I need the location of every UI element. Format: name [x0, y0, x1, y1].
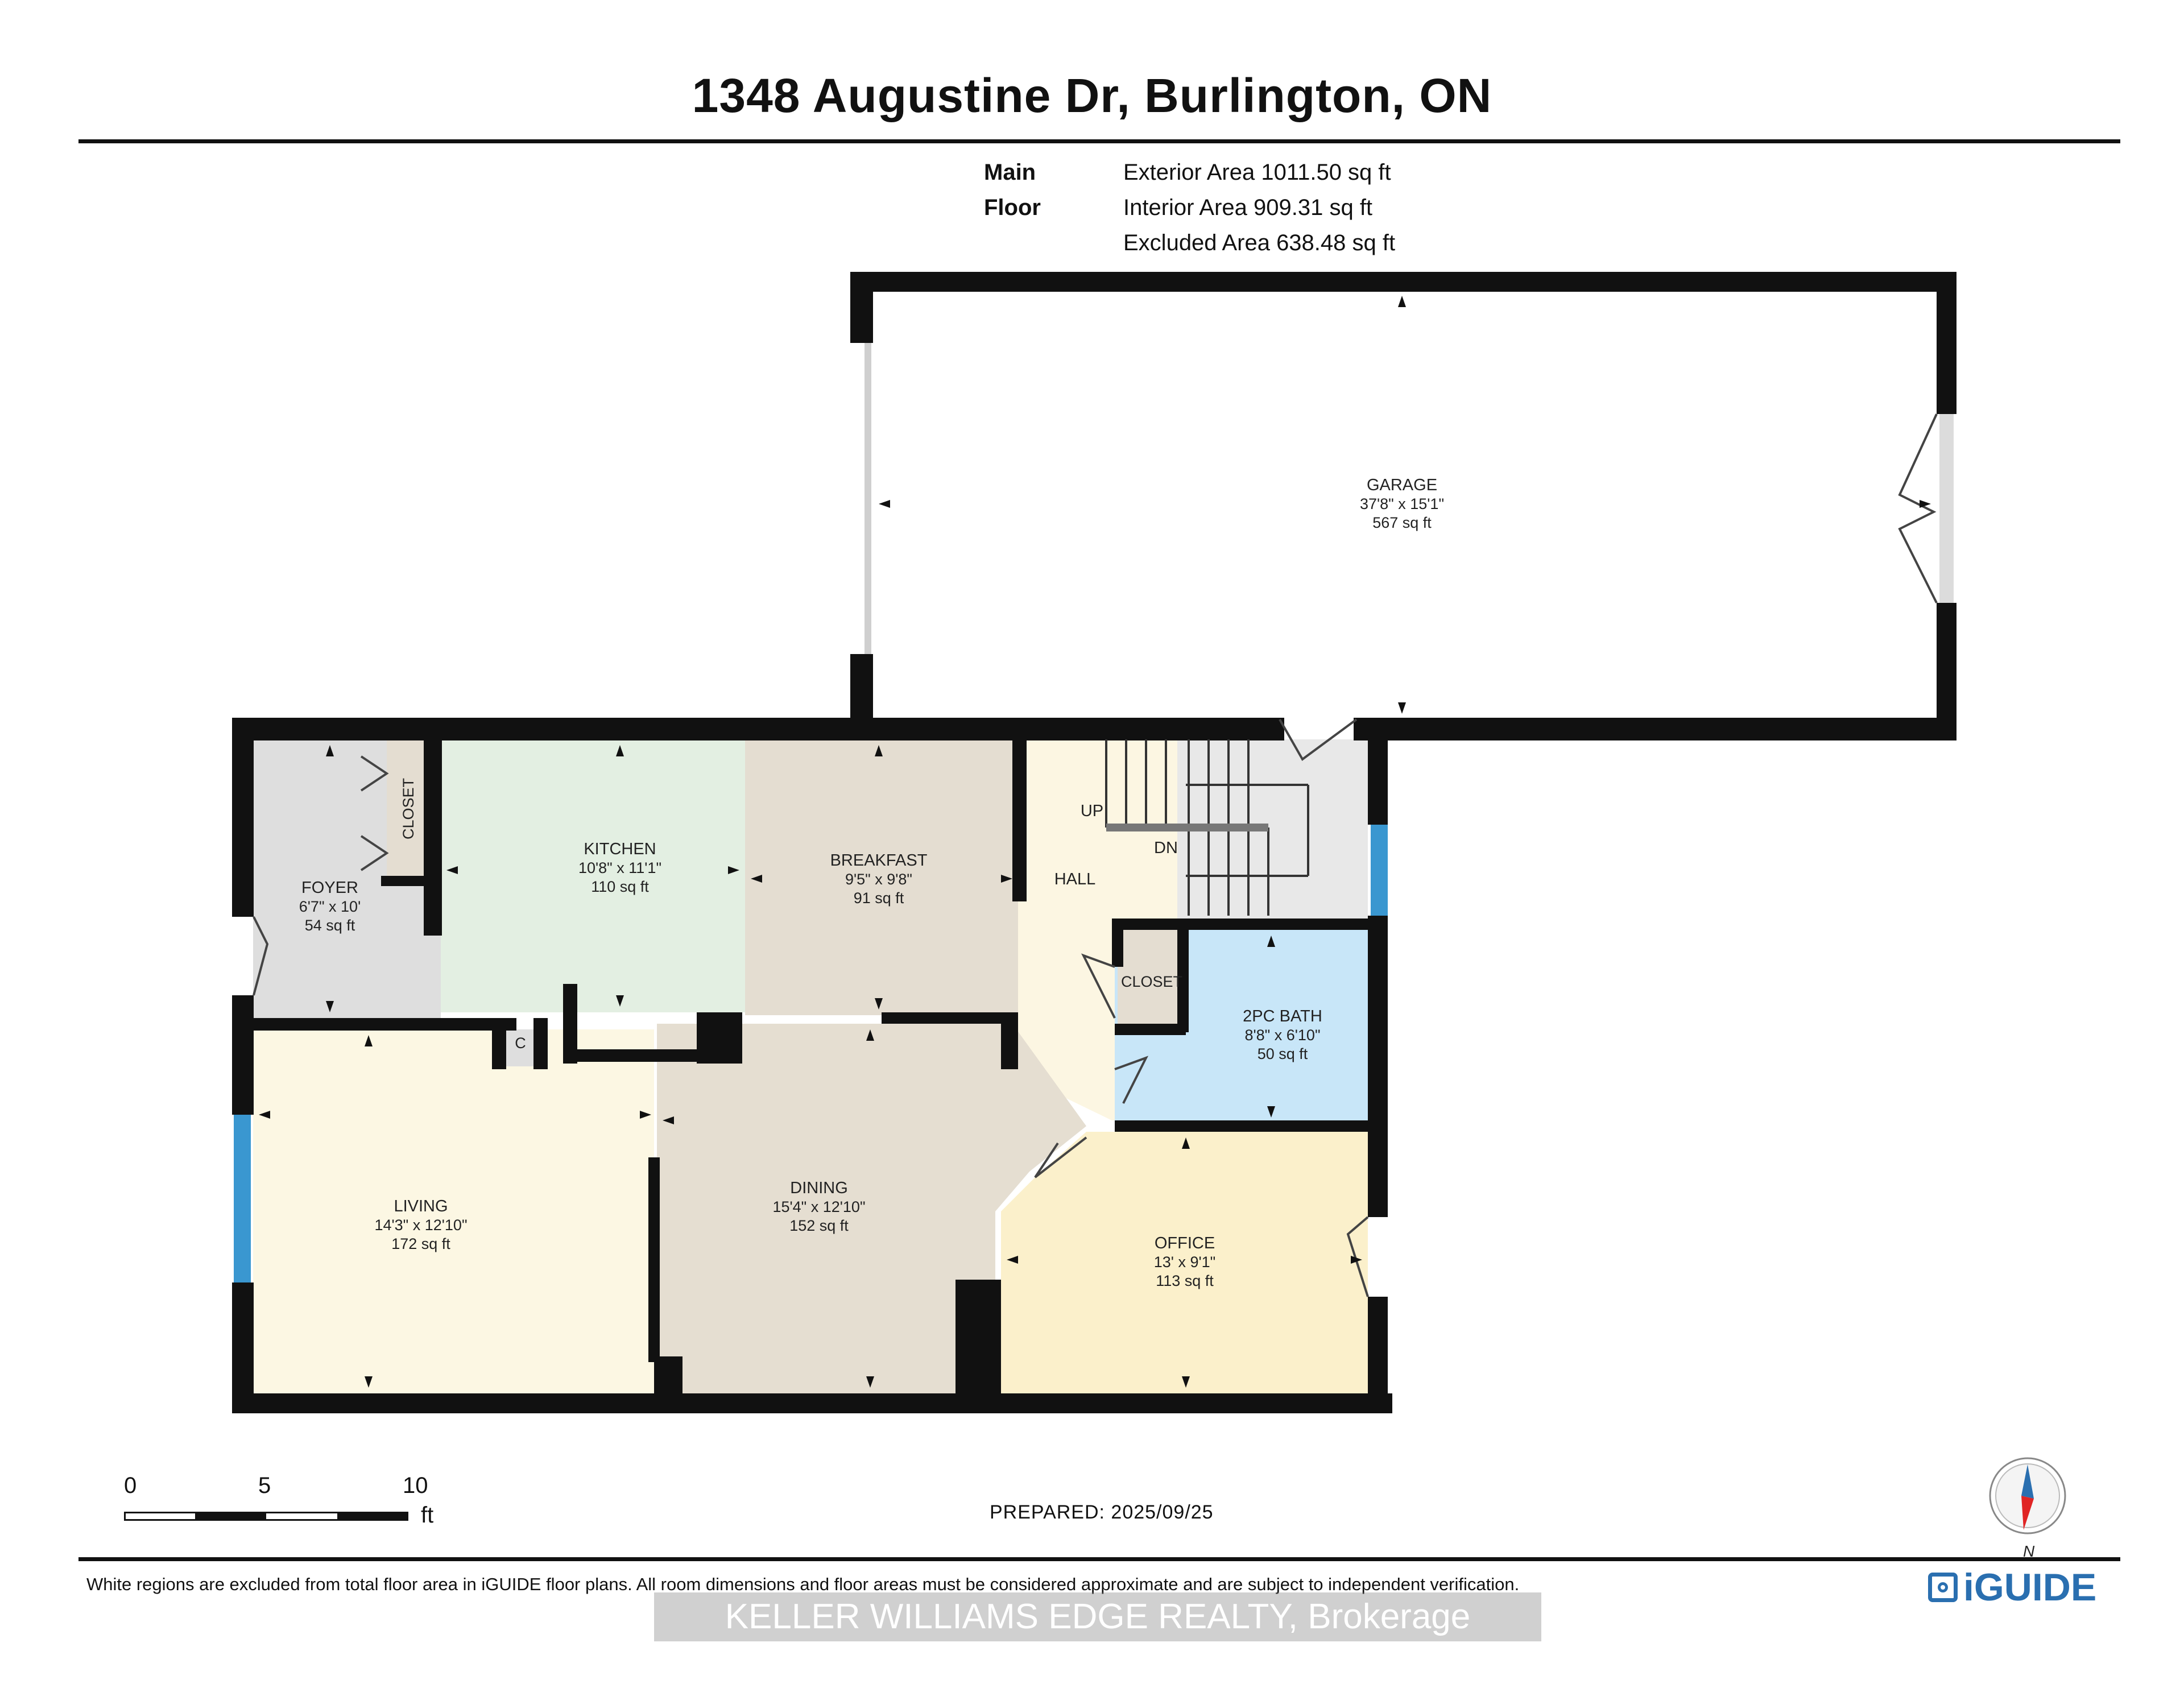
- iguide-logo-icon: [1928, 1573, 1958, 1602]
- interior-area: Interior Area 909.31 sq ft: [1123, 195, 1373, 220]
- dining-area: 152 sq ft: [789, 1217, 849, 1234]
- hall-name: HALL: [1054, 870, 1096, 888]
- bath-dims: 8'8" x 6'10": [1244, 1027, 1320, 1044]
- scale-bar: 0 5 10 ft: [124, 1473, 465, 1536]
- garage-dims: 37'8" x 15'1": [1360, 495, 1444, 512]
- foyer-dims: 6'7" x 10': [299, 898, 361, 915]
- stairs: [1105, 739, 1309, 916]
- living-dims: 14'3" x 12'10": [374, 1217, 467, 1234]
- breakfast-label: BREAKFAST 9'5" x 9'8" 91 sq ft: [830, 851, 928, 907]
- walls: [232, 272, 1956, 1413]
- watermark: KELLER WILLIAMS EDGE REALTY, Brokerage: [654, 1592, 1541, 1641]
- kitchen-fill: [441, 739, 745, 1012]
- kitchen-name: KITCHEN: [584, 840, 656, 858]
- living-fill: [253, 1029, 654, 1393]
- breakfast-dims: 9'5" x 9'8": [845, 871, 912, 888]
- closet-c-fill: [506, 1029, 535, 1066]
- bath-name: 2PC BATH: [1243, 1007, 1322, 1025]
- scale-unit: ft: [421, 1503, 434, 1528]
- doors: [253, 413, 1938, 1297]
- stairs-up-label: UP: [1081, 802, 1103, 820]
- garage-opening-left: [864, 343, 871, 654]
- kitchen-dims: 10'8" x 11'1": [578, 859, 661, 876]
- living-area: 172 sq ft: [391, 1235, 450, 1252]
- dining-name: DINING: [790, 1179, 848, 1197]
- breakfast-fill: [745, 739, 1018, 1015]
- bath-area: 50 sq ft: [1258, 1045, 1308, 1062]
- closet-foyer-fill: [387, 739, 432, 879]
- office-label: OFFICE 13' x 9'1" 113 sq ft: [1154, 1234, 1215, 1289]
- exterior-area: Exterior Area 1011.50 sq ft: [1123, 160, 1391, 185]
- garage-area: 567 sq ft: [1372, 514, 1432, 531]
- office-fill: [1001, 1132, 1368, 1393]
- closet-hall-label: CLOSET: [1121, 973, 1182, 990]
- scale-tick-5: 5: [258, 1473, 271, 1498]
- stairs-fill: [1177, 739, 1368, 924]
- scale-tick-0: 0: [124, 1473, 137, 1498]
- living-label: LIVING 14'3" x 12'10" 172 sq ft: [374, 1197, 467, 1252]
- iguide-logo-text: iGUIDE: [1963, 1566, 2097, 1609]
- foyer-area: 54 sq ft: [305, 917, 355, 934]
- disclaimer: White regions are excluded from total fl…: [86, 1574, 1520, 1594]
- prepared-date: PREPARED: 2025/09/25: [990, 1501, 1214, 1523]
- garage-door-right: [1939, 414, 1954, 603]
- kitchen-area: 110 sq ft: [591, 878, 649, 895]
- bottom-divider: [78, 1557, 2120, 1561]
- kitchen-label: KITCHEN 10'8" x 11'1" 110 sq ft: [578, 840, 661, 895]
- stairs-down-label: DN: [1154, 839, 1178, 857]
- foyer-name: FOYER: [301, 879, 358, 897]
- foyer-label: FOYER 6'7" x 10' 54 sq ft: [299, 879, 361, 934]
- scale-tick-10: 10: [403, 1473, 428, 1498]
- page-title: 1348 Augustine Dr, Burlington, ON: [692, 69, 1492, 122]
- living-name: LIVING: [394, 1197, 448, 1215]
- area-values: Exterior Area 1011.50 sq ft Interior Are…: [1123, 155, 1395, 260]
- floor-label: Main Floor: [984, 160, 1041, 220]
- dining-label: DINING 15'4" x 12'10" 152 sq ft: [772, 1179, 865, 1234]
- scale-bar-segment-1: [195, 1512, 266, 1521]
- iguide-logo: iGUIDE: [1928, 1565, 2096, 1610]
- garage-label: GARAGE 37'8" x 15'1" 567 sq ft: [1360, 476, 1444, 531]
- excluded-area: Excluded Area 638.48 sq ft: [1123, 230, 1396, 255]
- office-name: OFFICE: [1155, 1234, 1215, 1252]
- compass-icon: N: [1989, 1457, 2066, 1560]
- breakfast-area: 91 sq ft: [854, 889, 904, 907]
- stair-rail: [1106, 824, 1268, 831]
- scale-bar-segment-2: [337, 1512, 408, 1521]
- closet-hall-fill: [1118, 930, 1186, 1032]
- dining-dims: 15'4" x 12'10": [772, 1198, 865, 1215]
- office-dims: 13' x 9'1": [1154, 1253, 1215, 1271]
- bath-label: 2PC BATH 8'8" x 6'10" 50 sq ft: [1243, 1007, 1322, 1062]
- closet-c-label: C: [515, 1035, 526, 1052]
- dimension-markers: [259, 296, 1931, 1388]
- breakfast-name: BREAKFAST: [830, 851, 928, 870]
- top-divider: [78, 139, 2120, 143]
- garage-name: GARAGE: [1367, 476, 1437, 494]
- office-area: 113 sq ft: [1156, 1272, 1214, 1289]
- closet-foyer-label: CLOSET: [400, 778, 417, 839]
- compass-north-label: N: [2023, 1542, 2035, 1560]
